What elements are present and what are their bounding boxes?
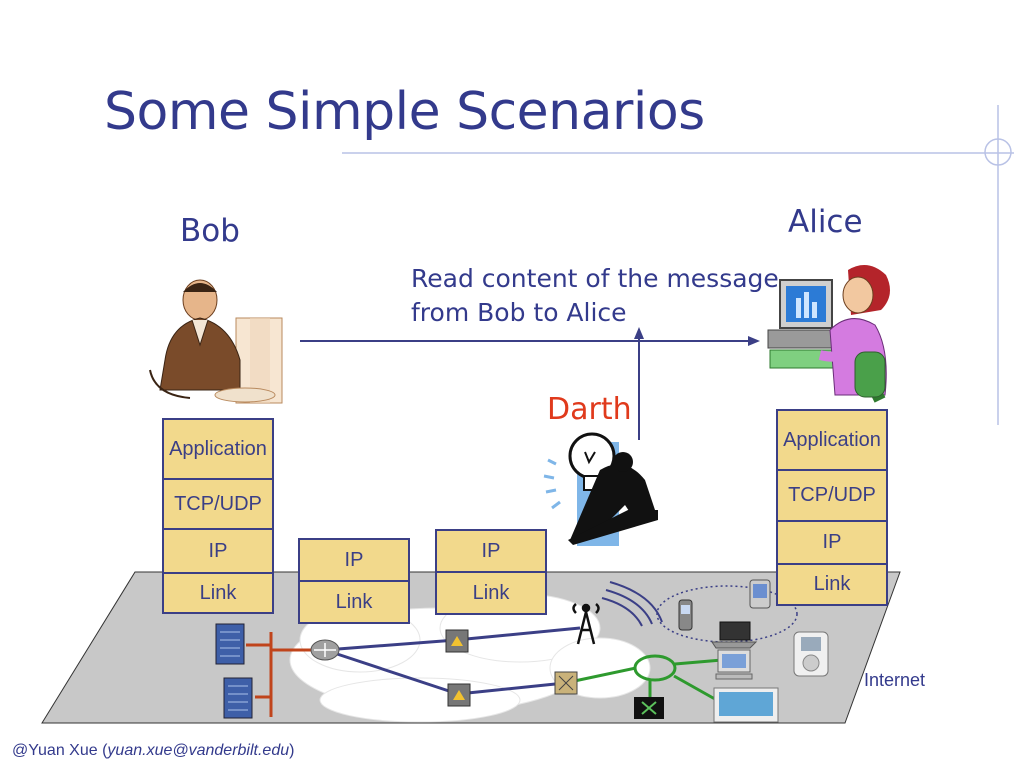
switch-icon (447, 683, 471, 707)
switch-icon (445, 629, 469, 653)
footer-close: ) (289, 742, 295, 759)
caption-line-1: Read content of the message (411, 264, 779, 293)
router1-protocol-stack: IP Link (298, 538, 410, 624)
layer-transport: TCP/UDP (162, 478, 274, 530)
layer-link: Link (298, 580, 410, 624)
wireless-waves (601, 581, 663, 627)
tv-icon (713, 687, 779, 723)
caption-line-2: from Bob to Alice (411, 298, 627, 327)
switch-icon (554, 671, 578, 695)
antenna-icon (572, 603, 600, 645)
layer-ip: IP (776, 520, 888, 565)
server-icon (223, 677, 253, 719)
pda-icon (749, 579, 771, 609)
layer-ip: IP (298, 538, 410, 582)
alice-protocol-stack: Application TCP/UDP IP Link (776, 409, 888, 606)
internet-label: Internet (864, 670, 926, 690)
alice-label: Alice (788, 204, 863, 240)
server-icon (215, 623, 245, 665)
layer-link: Link (435, 571, 547, 615)
layer-application: Application (776, 409, 888, 471)
bob-protocol-stack: Application TCP/UDP IP Link (162, 418, 274, 614)
router2-protocol-stack: IP Link (435, 529, 547, 615)
backbone-links (324, 626, 581, 696)
desktop-icon (715, 649, 753, 680)
layer-ip: IP (162, 528, 274, 574)
slide-footer: @Yuan Xue (yuan.xue@vanderbilt.edu) (12, 742, 294, 760)
phone-icon (678, 599, 693, 631)
footer-author: @Yuan Xue ( (12, 742, 108, 759)
ipod-icon (793, 631, 829, 677)
ethernet-segment (246, 632, 312, 717)
xbox-icon (634, 697, 664, 719)
slide-title: Some Simple Scenarios (104, 82, 705, 142)
footer-email[interactable]: yuan.xue@vanderbilt.edu (107, 742, 290, 759)
bob-label: Bob (180, 213, 240, 249)
darth-label: Darth (547, 392, 632, 427)
layer-application: Application (162, 418, 274, 480)
layer-link: Link (776, 563, 888, 606)
router-icon (310, 639, 340, 661)
layer-ip: IP (435, 529, 547, 573)
laptop-icon (711, 621, 758, 649)
layer-transport: TCP/UDP (776, 469, 888, 522)
layer-link: Link (162, 572, 274, 614)
